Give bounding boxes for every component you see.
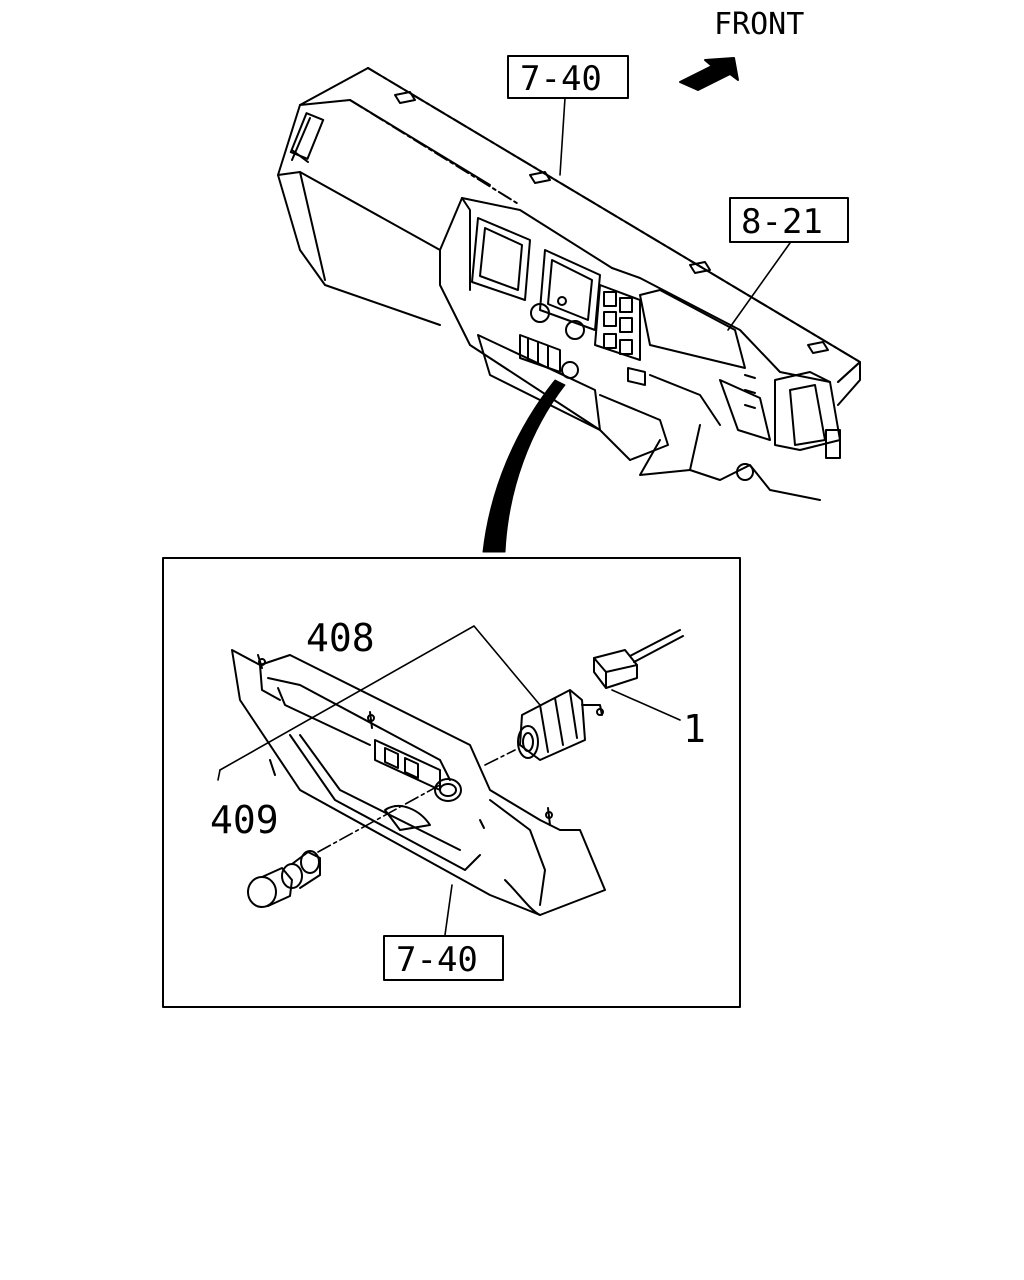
callout-lighter-knob: 409 xyxy=(210,798,279,842)
dashboard-assembly xyxy=(277,67,861,501)
ref-box-cluster[interactable]: 8-21 xyxy=(729,197,849,243)
callout-connector: 1 xyxy=(683,707,706,751)
front-label: FRONT xyxy=(714,7,804,42)
detail-frame xyxy=(162,557,741,1008)
front-arrow-icon xyxy=(679,57,739,91)
zoom-pointer xyxy=(482,379,566,553)
lighter-knob[interactable] xyxy=(247,850,321,908)
lighter-socket[interactable] xyxy=(517,689,604,761)
ref-box-dash-panel[interactable]: 7-40 xyxy=(507,55,629,99)
lower-panel-detail xyxy=(231,649,606,916)
ref-box-lower-panel[interactable]: 7-40 xyxy=(383,935,504,981)
connector[interactable] xyxy=(593,629,684,689)
callout-lighter-socket: 408 xyxy=(306,616,375,660)
ref-cluster-text: 8-21 xyxy=(741,202,823,242)
ref-dash-panel-text: 7-40 xyxy=(520,59,602,99)
ref-lower-panel-text: 7-40 xyxy=(396,940,478,980)
leader-lines xyxy=(217,625,681,936)
